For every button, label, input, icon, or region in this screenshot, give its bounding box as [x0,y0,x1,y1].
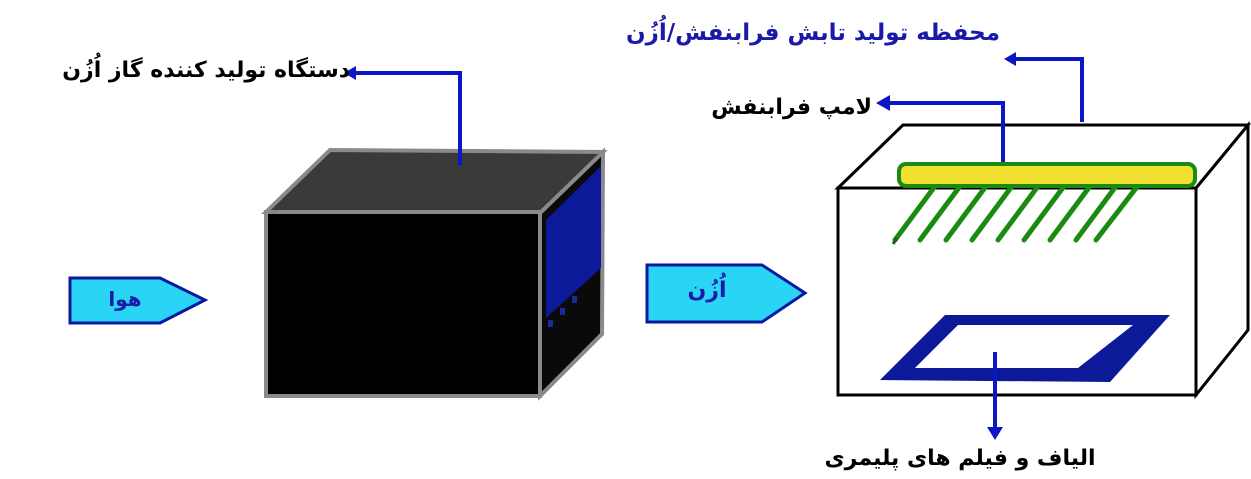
uv-lamp-label: لامپ فرابنفش [711,95,872,120]
film-leader-arrowhead [987,427,1003,440]
uv-tube-tip [891,237,899,245]
film-tray-inner [915,325,1133,368]
air-inlet-arrow [68,276,209,325]
air-arrow-shape [68,276,209,325]
ozone-flow-arrow [645,263,808,324]
lamp-label-leader [887,101,1005,162]
ozone-arrow-shape [645,263,808,324]
chamber-leader-arrowhead [1004,52,1016,66]
generator-knob [548,320,553,327]
polymer-fibers-label: الیاف و فیلم های پلیمری [824,446,1096,471]
uv-ozone-chamber [834,120,1251,400]
generator-knob [560,308,565,315]
chamber-label-leader [1012,57,1084,122]
ozone-arrow-label: اُزُن [687,278,727,303]
leader-lines [352,57,1084,430]
ozone-generator-label: دستگاه تولید کننده گاز اُزُن [62,58,350,83]
uv-chamber-label: محفظه تولید تابش فرابنفش/اُزُن [625,20,1000,46]
generator-knob [572,296,577,303]
ozone-generator-device [261,147,608,401]
polymer-film-tray [880,315,1170,382]
generator-leader-arrowhead [344,66,356,80]
lamp-leader-arrowhead [876,95,890,111]
air-arrow-label: هوا [108,287,142,311]
generator-label-leader [352,71,462,165]
uv-lamp-bar [897,162,1197,188]
generator-front-face [264,210,542,398]
leader-arrowheads [344,52,1016,440]
generator-screen [546,166,601,318]
generator-top-face [261,147,608,216]
